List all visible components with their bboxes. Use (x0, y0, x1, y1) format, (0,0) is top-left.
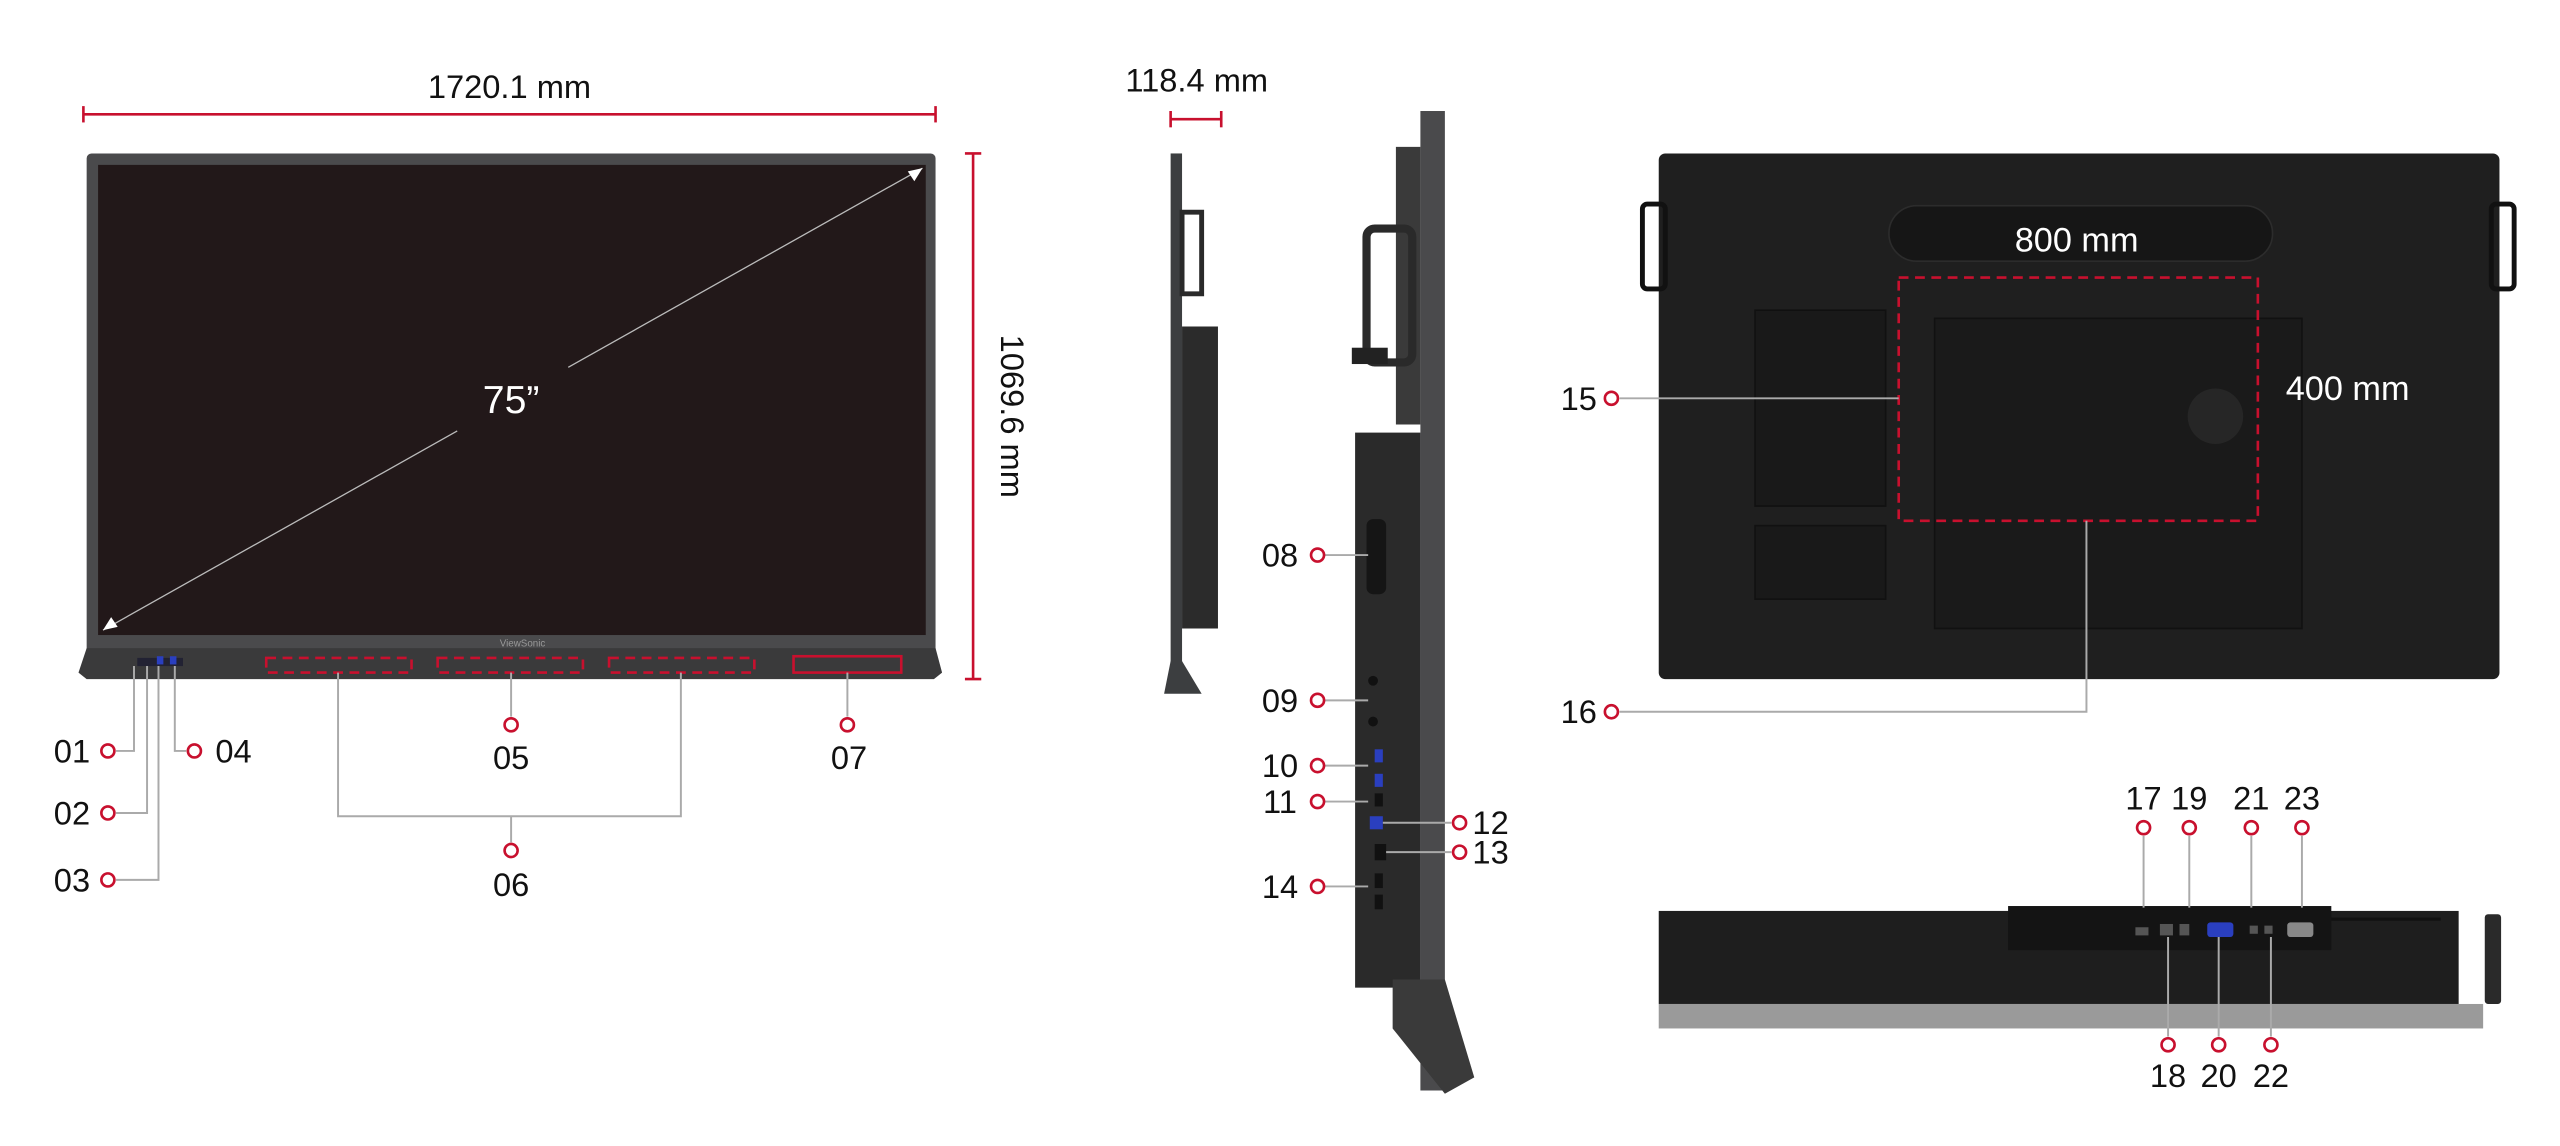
width-dimension: 1720.1 mm (82, 68, 937, 123)
brand-logo: ViewSonic (500, 638, 546, 649)
vesa-width-label: 800 mm (2015, 221, 2139, 259)
callout-18: 18 (2150, 1057, 2186, 1094)
bottom-view: 17 19 21 23 18 20 22 (1658, 780, 2502, 1094)
callout-09: 09 (1262, 682, 1298, 719)
depth-label: 118.4 mm (1125, 61, 1268, 98)
callout-08: 08 (1262, 536, 1298, 573)
callout-01: 01 (54, 732, 90, 769)
callout-05: 05 (493, 739, 529, 776)
usb-port (169, 656, 177, 665)
height-label: 1069.6 mm (994, 335, 1031, 498)
callout-04: 04 (215, 732, 251, 769)
back-view: 800 mm 400 mm 15 16 (1561, 153, 2517, 730)
height-dimension: 1069.6 mm (964, 152, 1031, 681)
front-view: 1720.1 mm 1069.6 mm ViewSonic 75” 01 (54, 68, 1031, 903)
callout-03: 03 (54, 861, 90, 898)
vesa-height-label: 400 mm (2286, 370, 2410, 408)
diagonal-indicator: 75” (102, 167, 923, 631)
callout-16: 16 (1561, 693, 1597, 730)
usb-port (156, 656, 164, 665)
callout-22: 22 (2253, 1057, 2289, 1094)
callout-15: 15 (1561, 380, 1597, 417)
width-label: 1720.1 mm (428, 68, 591, 105)
callout-17: 17 (2125, 780, 2161, 817)
callout-11: 11 (1263, 783, 1297, 820)
callout-21: 21 (2233, 780, 2269, 817)
callout-23: 23 (2284, 780, 2320, 817)
callout-20: 20 (2201, 1057, 2237, 1094)
callout-02: 02 (54, 794, 90, 831)
callout-19: 19 (2171, 780, 2207, 817)
side-view-ports: 08 09 10 11 12 13 14 (1262, 111, 1509, 1094)
callout-07: 07 (831, 739, 867, 776)
callout-14: 14 (1262, 868, 1298, 905)
callout-12: 12 (1472, 804, 1508, 841)
diagonal-label: 75” (483, 379, 540, 422)
side-view-thin: 118.4 mm (1125, 61, 1268, 694)
callout-10: 10 (1262, 747, 1298, 784)
callout-06: 06 (493, 866, 529, 903)
callout-13: 13 (1472, 834, 1508, 871)
